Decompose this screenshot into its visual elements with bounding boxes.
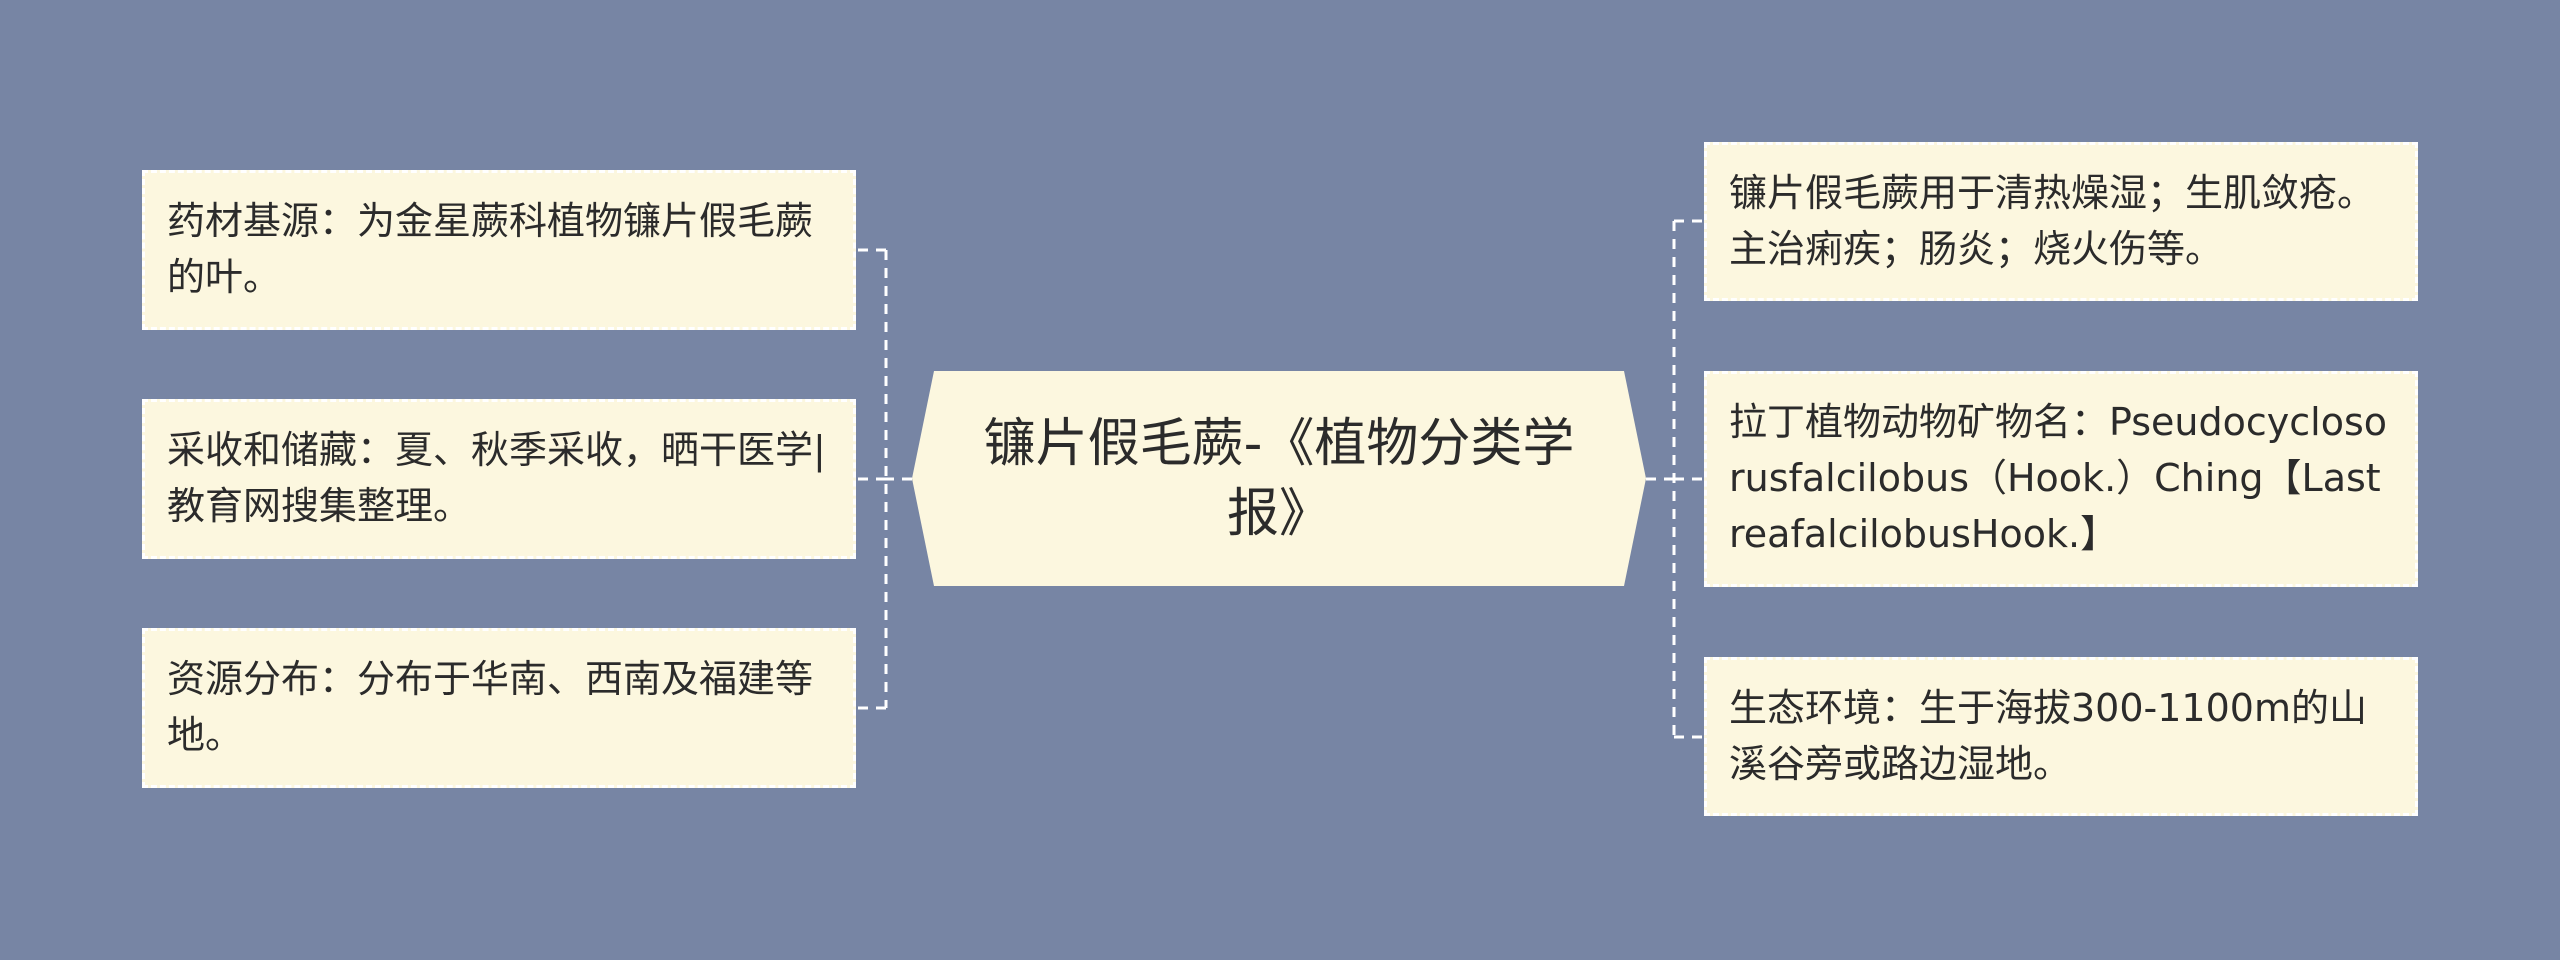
right-node-habitat[interactable]: 生态环境：生于海拔300-1100m的山溪谷旁或路边湿地。 bbox=[1704, 657, 2418, 816]
right-node-latin-name-text: 拉丁植物动物矿物名：Pseudocyclosorusfalcilobus（Hoo… bbox=[1729, 400, 2388, 556]
left-node-source[interactable]: 药材基源：为金星蕨科植物镰片假毛蕨的叶。 bbox=[142, 170, 856, 330]
right-node-latin-name[interactable]: 拉丁植物动物矿物名：Pseudocyclosorusfalcilobus（Hoo… bbox=[1704, 371, 2418, 587]
left-node-distribution[interactable]: 资源分布：分布于华南、西南及福建等地。 bbox=[142, 628, 856, 788]
left-node-harvest-text: 采收和储藏：夏、秋季采收，晒干医学|教育网搜集整理。 bbox=[167, 428, 826, 528]
right-node-habitat-text: 生态环境：生于海拔300-1100m的山溪谷旁或路边湿地。 bbox=[1729, 686, 2367, 786]
right-node-usage[interactable]: 镰片假毛蕨用于清热燥湿；生肌敛疮。主治痢疾；肠炎；烧火伤等。 bbox=[1704, 142, 2418, 301]
right-node-usage-text: 镰片假毛蕨用于清热燥湿；生肌敛疮。主治痢疾；肠炎；烧火伤等。 bbox=[1729, 171, 2376, 271]
center-topic-node[interactable]: 镰片假毛蕨-《植物分类学报》 bbox=[912, 371, 1646, 586]
left-node-source-text: 药材基源：为金星蕨科植物镰片假毛蕨的叶。 bbox=[167, 199, 814, 299]
left-node-distribution-text: 资源分布：分布于华南、西南及福建等地。 bbox=[167, 657, 814, 757]
left-node-harvest[interactable]: 采收和储藏：夏、秋季采收，晒干医学|教育网搜集整理。 bbox=[142, 399, 856, 559]
center-topic-label: 镰片假毛蕨-《植物分类学报》 bbox=[983, 413, 1575, 544]
center-topic-shape bbox=[912, 371, 1646, 586]
